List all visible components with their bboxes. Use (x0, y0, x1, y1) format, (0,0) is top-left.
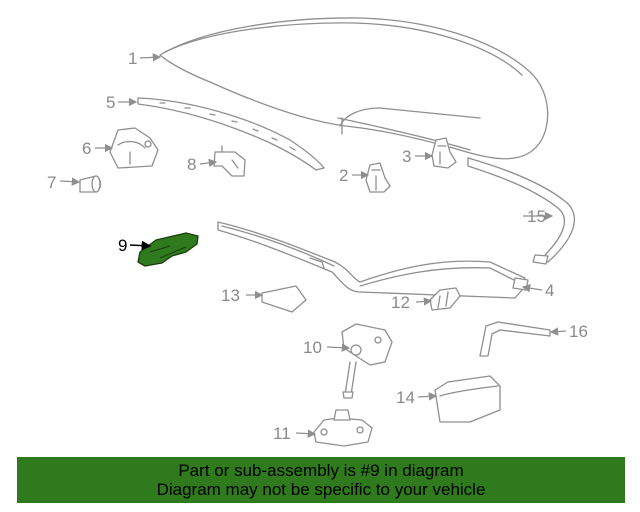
callout-6: 6 (82, 139, 91, 158)
part-14-cover-block (434, 375, 501, 423)
callout-14: 14 (396, 388, 415, 407)
callout-3: 3 (402, 147, 411, 166)
part-15-weatherstrip (467, 157, 575, 265)
callout-13: 13 (221, 286, 240, 305)
callout-11: 11 (273, 424, 291, 443)
part-13-cover (261, 285, 307, 313)
callout-2: 2 (339, 166, 348, 185)
callout-4: 4 (545, 281, 554, 300)
part-7-pin (79, 175, 102, 193)
callout-9: 9 (118, 236, 127, 255)
callout-5: 5 (106, 93, 115, 112)
part-12-clip (429, 287, 461, 311)
part-5-side-rail (137, 97, 325, 171)
part-11-striker (313, 409, 373, 447)
banner-line-1: Part or sub-assembly is #9 in diagram (178, 461, 464, 480)
callout-8: 8 (187, 155, 196, 174)
disclaimer-banner: Part or sub-assembly is #9 in diagram Di… (17, 457, 625, 503)
callout-7: 7 (47, 173, 56, 192)
part-16-rod (479, 321, 551, 357)
part-6-hinge-bracket (109, 127, 159, 169)
callout-12: 12 (391, 293, 410, 312)
part-4-lower-rail (217, 221, 529, 299)
callout-10: 10 (303, 338, 322, 357)
part-3-clip (431, 137, 457, 169)
callout-16: 16 (569, 322, 588, 341)
callout-15: 15 (527, 207, 546, 226)
part-10-lock-assembly (341, 323, 393, 399)
part-1-roof-panel (159, 17, 549, 160)
parts-diagram: 1 5 6 7 8 2 3 15 9 13 4 12 10 16 14 11 (47, 17, 588, 447)
part-8-plate-bracket (213, 145, 246, 177)
part-2-clip (365, 162, 391, 193)
callout-1: 1 (128, 49, 137, 68)
part-9-bracket-highlighted (137, 232, 199, 267)
banner-line-2: Diagram may not be specific to your vehi… (156, 480, 486, 499)
